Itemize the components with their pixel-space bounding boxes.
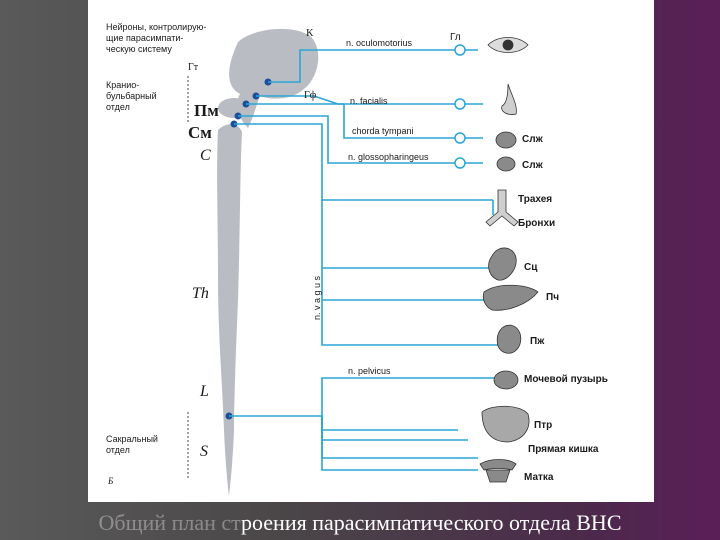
brain-label-sm: См <box>188 123 212 142</box>
organ-heart: Сц <box>524 262 538 273</box>
nerve-vagus: n. v a g u s <box>312 275 322 320</box>
nerve-facialis: n. facialis <box>350 96 388 106</box>
organ-bronchi: Бронхи <box>518 218 555 229</box>
caption-dim-part: Общий план ст <box>98 510 242 535</box>
nerve-glosso: n. glossopharingeus <box>348 152 429 162</box>
slide-panel: Нейроны, контролирую-щие парасимпати-чес… <box>88 0 654 502</box>
intestine-icon <box>481 405 530 443</box>
bladder-icon <box>493 370 519 390</box>
neurons-note-line: щие парасимпати- <box>106 33 183 43</box>
segment-th: Th <box>192 285 209 302</box>
nerve-chorda: chorda tympani <box>352 126 414 136</box>
organ-rectum: Прямая кишка <box>528 444 599 455</box>
kranio-line-3: отдел <box>106 102 130 112</box>
nerve-paths <box>229 49 498 471</box>
organ-liver: Пч <box>546 292 559 303</box>
sacral-line-2: отдел <box>106 445 130 455</box>
caption-main-part: роения парасимпатического отдела ВНС <box>241 510 622 535</box>
salivary-gland-2-icon <box>496 156 516 172</box>
segment-s: S <box>200 443 208 460</box>
trachea-icon <box>485 189 519 227</box>
organ-trachea: Трахея <box>518 194 552 205</box>
kranio-line-1: Кранио- <box>106 80 139 90</box>
organ-slzh-2: Слж <box>522 160 544 171</box>
ganglia <box>454 44 466 169</box>
segment-l: L <box>199 383 209 400</box>
nerve-oculomotorius: n. oculomotorius <box>346 38 413 48</box>
organ-intestine: Птр <box>534 420 552 431</box>
neurons-note-line: ческую систему <box>106 44 172 54</box>
organ-slzh-1: Слж <box>522 134 544 145</box>
organ-icons <box>479 37 539 483</box>
organ-pancreas: Пж <box>530 336 545 347</box>
sacral-line-1: Сакральный <box>106 434 158 444</box>
nerve-pelvicus: n. pelvicus <box>348 366 391 376</box>
neurons-note: Нейроны, контролирую-щие парасимпати-чес… <box>106 22 206 54</box>
brain-label-gf: Гф <box>304 90 317 101</box>
brain-label-k: К <box>306 27 314 39</box>
liver-icon <box>482 284 539 311</box>
eye-icon <box>487 37 529 53</box>
uterus-icon <box>479 459 517 483</box>
brain-label-pm: Пм <box>194 101 219 120</box>
parasympathetic-diagram: Нейроны, контролирую-щие парасимпати-чес… <box>106 22 608 496</box>
heart-icon <box>488 247 517 281</box>
organ-gl: Гл <box>450 32 461 43</box>
brain-label-gt: Гт <box>188 62 199 73</box>
nose-icon <box>501 83 517 115</box>
segment-c: C <box>200 147 211 164</box>
neurons-note-line: Нейроны, контролирую- <box>106 22 206 32</box>
organ-uterus: Матка <box>524 472 554 483</box>
kidney-icon <box>496 324 522 354</box>
sacral-label: Сакральный отдел <box>106 434 160 455</box>
salivary-gland-icon <box>495 131 517 149</box>
kranio-label: Кранио- бульбарный отдел <box>106 80 159 112</box>
kranio-line-2: бульбарный <box>106 91 157 101</box>
figure-letter: Б <box>107 476 114 486</box>
organ-bladder: Мочевой пузырь <box>524 374 608 385</box>
slide-caption: Общий план строения парасимпатического о… <box>0 510 720 536</box>
